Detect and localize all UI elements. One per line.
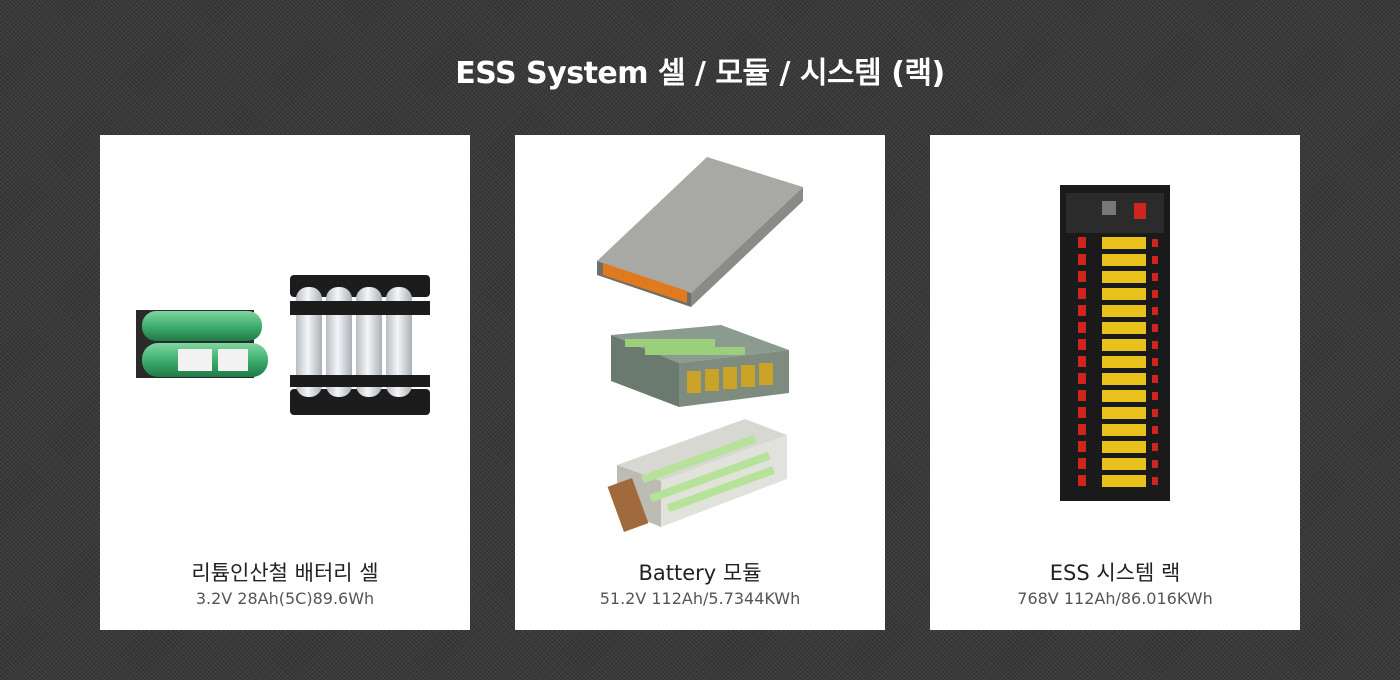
rack-connector [1152,239,1158,247]
rack-connector [1152,273,1158,281]
rack-terminal [1078,288,1086,299]
lifepo4-cell-image [136,275,430,415]
rack-battery-module [1102,458,1146,470]
rack-battery-module [1102,305,1146,317]
rack-connector [1152,426,1158,434]
rack-connector [1152,477,1158,485]
card-title: Battery 모듈 [638,561,762,585]
product-card-rack[interactable]: ESS 시스템 랙 768V 112Ah/86.016KWh [930,135,1300,630]
rack-connector [1152,358,1158,366]
rack-connector [1152,341,1158,349]
rack-battery-module [1102,475,1146,487]
rack-connector [1152,256,1158,264]
rack-connector [1152,324,1158,332]
card-title: ESS 시스템 랙 [1049,561,1181,585]
rack-terminal [1078,424,1086,435]
rack-connector [1152,460,1158,468]
card-title: 리튬인산철 배터리 셀 [191,561,379,585]
rack-connector [1152,290,1158,298]
rack-terminal [1078,254,1086,265]
rack-terminal [1078,339,1086,350]
rack-connector [1152,307,1158,315]
rack-battery-module [1102,373,1146,385]
page-title: ESS System 셀 / 모듈 / 시스템 (랙) [455,56,945,91]
rack-terminal [1078,475,1086,486]
rack-connector [1152,392,1158,400]
rack-battery-module [1102,441,1146,453]
rack-battery-module [1102,254,1146,266]
rack-terminal [1078,356,1086,367]
card-spec: 3.2V 28Ah(5C)89.6Wh [195,589,375,608]
rack-battery-module [1102,237,1146,249]
rack-terminal [1078,322,1086,333]
rack-battery-module [1102,339,1146,351]
rack-terminal [1078,390,1086,401]
rack-battery-module [1102,271,1146,283]
product-card-module[interactable]: Battery 모듈 51.2V 112Ah/5.7344KWh [515,135,885,630]
rack-battery-module [1102,407,1146,419]
product-card-cell[interactable]: 리튬인산철 배터리 셀 3.2V 28Ah(5C)89.6Wh [100,135,470,630]
rack-terminal [1078,458,1086,469]
ess-rack-image [1060,185,1170,501]
rack-connector [1152,409,1158,417]
rack-terminal [1078,237,1086,248]
battery-module-image [597,157,803,532]
rack-connector [1152,375,1158,383]
rack-battery-module [1102,322,1146,334]
rack-terminal [1078,407,1086,418]
card-spec: 768V 112Ah/86.016KWh [1017,589,1213,608]
rack-terminal [1078,271,1086,282]
rack-battery-module [1102,356,1146,368]
rack-terminal [1078,373,1086,384]
rack-terminal [1078,441,1086,452]
rack-battery-module [1102,288,1146,300]
rack-battery-module [1102,424,1146,436]
rack-terminal [1078,305,1086,316]
rack-battery-module [1102,390,1146,402]
rack-connector [1152,443,1158,451]
card-spec: 51.2V 112Ah/5.7344KWh [599,589,801,608]
